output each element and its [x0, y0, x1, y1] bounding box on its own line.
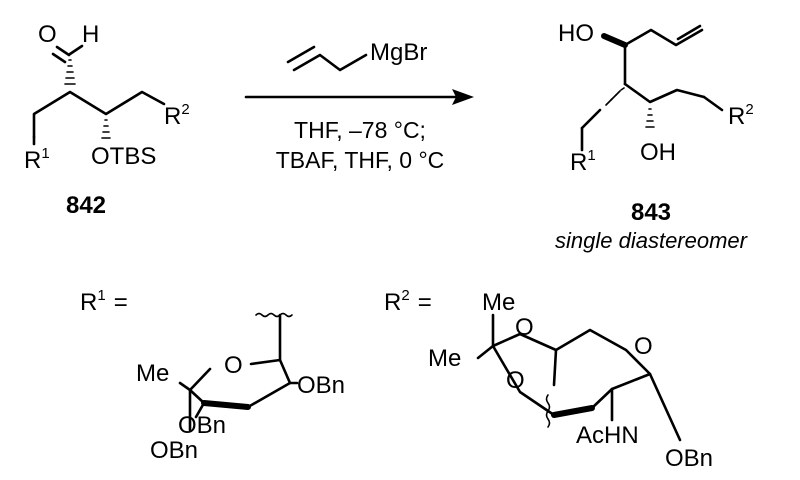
r2-obn-bond	[648, 372, 682, 442]
otbs-group: OTBS	[91, 143, 156, 170]
carbonyl-oxygen: O	[38, 21, 57, 48]
hashed-bond-cho	[64, 59, 76, 85]
allyl-chain	[292, 53, 368, 72]
product-ho: HO	[558, 20, 594, 47]
r2-obn: OBn	[665, 445, 713, 472]
carbonyl-bond-a	[55, 45, 71, 57]
allyl-double-bond	[286, 45, 316, 64]
r2-attachment-wavy	[545, 394, 551, 428]
diastereomer-note: single diastereomer	[555, 228, 749, 253]
r2-ring-front-edge	[551, 405, 595, 418]
r2-definition: R2= Me Me O O O AcHN OBn	[384, 287, 713, 472]
product-main-chain	[623, 82, 706, 104]
carbonyl-bond-b	[51, 52, 67, 64]
product-r1-chain	[580, 108, 602, 130]
r2-achn: AcHN	[576, 422, 639, 449]
r2-methyl-top: Me	[482, 289, 515, 316]
r2-methyl-left: Me	[428, 345, 461, 372]
compound-label-843: 843	[631, 199, 671, 226]
r2-label: R2=	[384, 287, 432, 316]
product-hashed-bond-oh	[645, 108, 655, 128]
hashed-bond-otbs	[101, 119, 111, 139]
r2-ring-fusion	[552, 348, 558, 387]
reaction-conditions: MgBr THF, –78 °C; TBAF, THF, 0 °C	[244, 39, 474, 173]
r2-ring-oxygen: O	[634, 333, 653, 360]
product-r1: R1	[570, 147, 596, 176]
r2-methyl-left-bond	[476, 344, 495, 360]
r2-acetal-oxygen-1: O	[515, 314, 534, 341]
reactant-r2: R2	[164, 101, 190, 130]
r1-methyl-bond	[178, 381, 192, 392]
r1-methyl: Me	[136, 360, 169, 387]
r1-definition: R1= O Me OBn OBn OBn	[80, 287, 345, 464]
compound-label-842: 842	[66, 192, 106, 219]
product-843: HO R2 R1 OH 843 single diastereomer	[555, 20, 754, 253]
product-ho-wedge	[601, 33, 628, 48]
reactant-skeleton	[32, 90, 166, 139]
conditions-line-1: THF, –78 °C;	[294, 117, 426, 143]
r2-acetal-oxygen-2: O	[506, 367, 525, 394]
product-r2-bond	[702, 95, 724, 112]
r1-ring-oxygen: O	[224, 352, 243, 379]
r1-obn-3: OBn	[150, 437, 198, 464]
aldehyde-hydrogen: H	[82, 21, 99, 48]
product-r2: R2	[728, 101, 754, 130]
r1-attachment-wavy	[255, 312, 293, 318]
product-alkene	[676, 24, 702, 41]
r1-obn-2: OBn	[178, 412, 226, 439]
r1-label: R1=	[80, 287, 128, 316]
r1-obn2-bond	[194, 401, 206, 419]
product-hashed-bond-r1	[605, 87, 625, 106]
aldehyde-ch-bond	[68, 44, 84, 56]
grignard-mgbr: MgBr	[370, 39, 427, 66]
reactant-842: O H R2 R1 OTBS 842	[24, 21, 190, 219]
conditions-line-2: TBAF, THF, 0 °C	[276, 147, 445, 173]
r1-obn-1: OBn	[297, 372, 345, 399]
product-allyl-chain	[623, 28, 704, 47]
r1-ring-front-edge	[201, 400, 251, 410]
reactant-r1: R1	[24, 145, 50, 174]
reaction-arrowhead	[452, 89, 474, 105]
product-oh: OH	[640, 139, 676, 166]
